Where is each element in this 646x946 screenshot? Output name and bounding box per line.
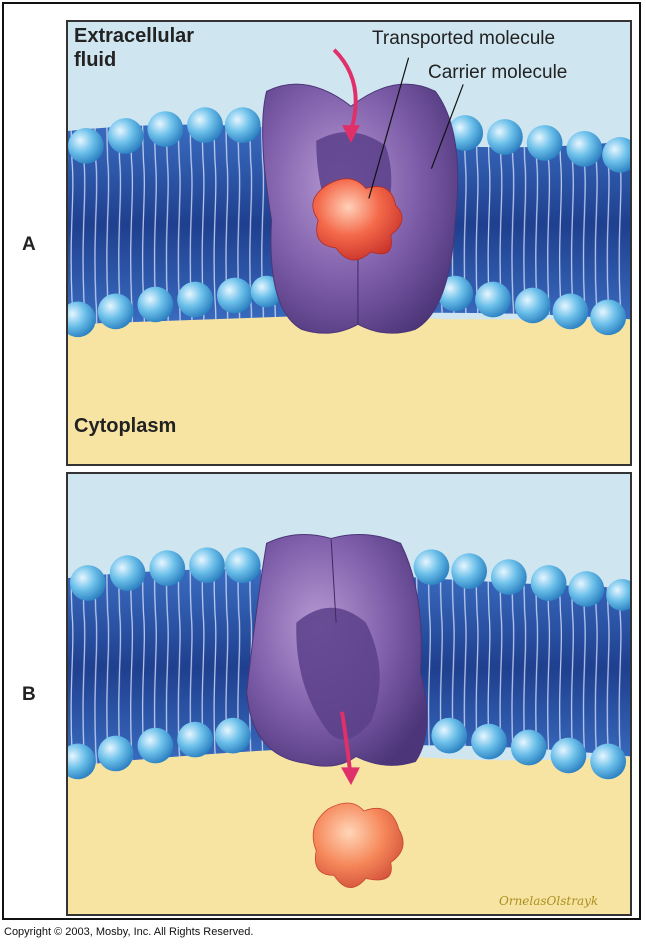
copyright-notice: Copyright © 2003, Mosby, Inc. All Rights… xyxy=(4,926,253,938)
panel-a-illustration xyxy=(68,22,630,464)
cytoplasm-label: Cytoplasm xyxy=(74,414,176,438)
artist-signature: OrnelasOlstrayk xyxy=(499,894,598,908)
figure-frame: A xyxy=(2,2,641,920)
extracellular-label-line2: fluid xyxy=(74,48,194,72)
extracellular-fluid-label: Extracellular fluid xyxy=(74,24,194,72)
panel-b xyxy=(66,472,632,916)
carrier-molecule-label: Carrier molecule xyxy=(428,62,567,84)
panel-b-letter: B xyxy=(22,684,36,706)
panel-a xyxy=(66,20,632,466)
panel-a-letter: A xyxy=(22,234,36,256)
panel-b-illustration xyxy=(68,474,630,914)
transported-molecule-label: Transported molecule xyxy=(372,28,555,50)
extracellular-label-line1: Extracellular xyxy=(74,24,194,48)
